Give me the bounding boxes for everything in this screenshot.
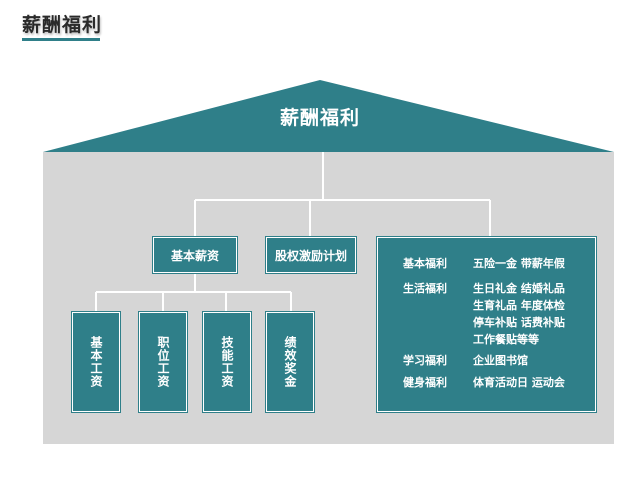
salary-item-performance: 绩效奖金: [266, 312, 314, 412]
benefit-item: 生育礼品 年度体检: [473, 299, 565, 312]
roof-title: 薪酬福利: [279, 107, 360, 129]
salary-item-skill: 技能工资: [203, 312, 251, 412]
benefit-item: 企业图书馆: [473, 354, 528, 367]
title-underline: [22, 38, 100, 41]
benefit-item: 五险一金 带薪年假: [473, 257, 565, 270]
page-title: 薪酬福利: [22, 14, 103, 36]
equity-incentive-box: 股权激励计划: [266, 237, 356, 273]
base-salary-box: 基本薪资: [153, 237, 237, 273]
benefits-panel: 基本福利 五险一金 带薪年假 生活福利 生日礼金 结婚礼品 生育礼品 年度体检 …: [377, 237, 596, 412]
salary-item-skill-line2: 工资: [220, 362, 234, 388]
salary-item-position-line2: 工资: [156, 362, 170, 388]
connector-lines: [95, 152, 491, 311]
house-roof: [43, 80, 614, 152]
benefit-category: 健身福利: [403, 376, 447, 389]
benefit-category: 基本福利: [403, 257, 447, 270]
salary-item-performance-line1: 绩效: [283, 336, 297, 362]
salary-item-position: 职位工资: [139, 312, 187, 412]
salary-item-base-line2: 工资: [89, 362, 103, 388]
benefit-category: 生活福利: [403, 282, 447, 295]
salary-item-skill-line1: 技能: [220, 336, 234, 362]
benefit-item: 体育活动日 运动会: [473, 376, 565, 389]
salary-item-base: 基本工资: [72, 312, 120, 412]
benefit-category: 学习福利: [403, 354, 447, 367]
salary-item-performance-line2: 奖金: [283, 362, 297, 388]
benefit-item: 工作餐贴等等: [473, 333, 539, 346]
benefit-item: 停车补贴 话费补贴: [473, 316, 565, 329]
salary-item-position-line1: 职位: [156, 336, 170, 362]
benefit-item: 生日礼金 结婚礼品: [473, 282, 565, 295]
salary-item-base-line1: 基本: [89, 336, 103, 362]
